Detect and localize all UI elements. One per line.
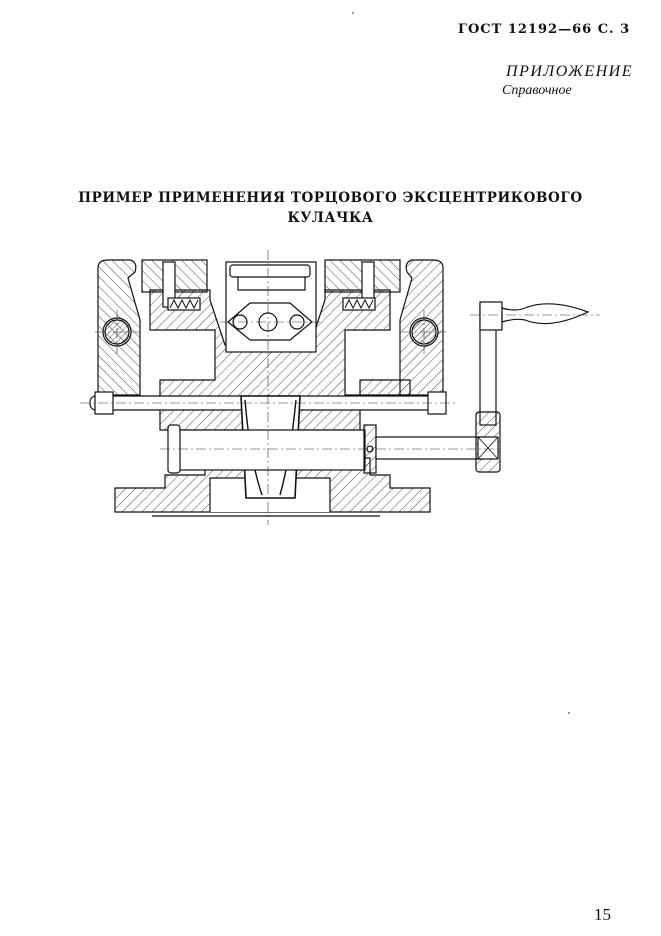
appendix-label: ПРИЛОЖЕНИЕ xyxy=(506,63,633,80)
scan-speck xyxy=(352,12,354,14)
scan-speck xyxy=(568,712,570,714)
figure-title-line-2: КУЛАЧКА xyxy=(287,210,374,226)
technical-drawing xyxy=(80,250,600,525)
appendix-type: Справочное xyxy=(502,83,572,98)
figure-title-line-1: ПРИМЕР ПРИМЕНЕНИЯ ТОРЦОВОГО ЭКСЦЕНТРИКОВ… xyxy=(78,190,583,206)
standard-code: ГОСТ 12192—66 С. 3 xyxy=(458,22,631,37)
page-number: 15 xyxy=(594,905,611,924)
figure-title: ПРИМЕР ПРИМЕНЕНИЯ ТОРЦОВОГО ЭКСЦЕНТРИКОВ… xyxy=(60,188,601,228)
